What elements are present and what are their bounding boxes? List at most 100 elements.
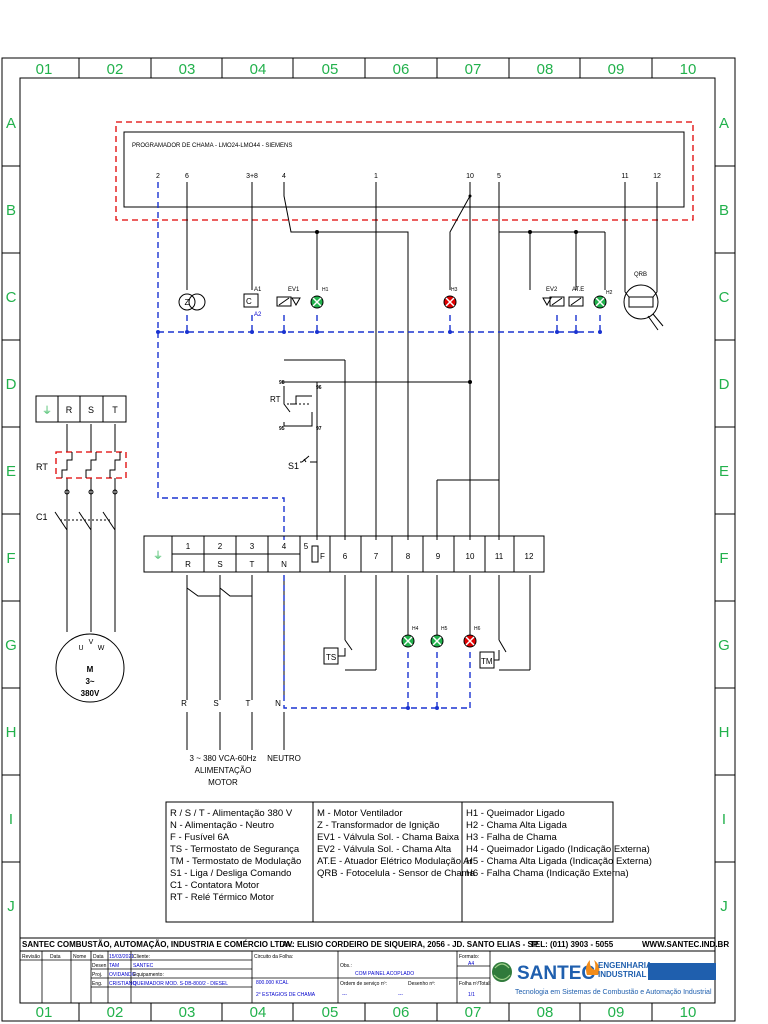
grid-col-top: 09: [608, 61, 625, 78]
grid-row-left: C: [6, 289, 17, 306]
programmer-body: [123, 131, 685, 208]
legend-item: H3 - Falha de Chama: [466, 832, 558, 843]
folha-value: 1/1: [468, 992, 475, 998]
block-terminal: 6: [343, 552, 348, 561]
lamp-h3: H3: [443, 287, 458, 309]
grid-row-left: J: [7, 898, 15, 915]
ground-symbol: ⏚: [42, 405, 52, 417]
proj-name: OVIDANDO: [109, 972, 136, 978]
programmer-dashed-border: [115, 121, 694, 221]
folha-header: Folha nº/Total:: [459, 981, 491, 987]
cliente-value: SANTEC: [133, 963, 154, 969]
grid-row-right: H: [719, 724, 730, 741]
grid-row-left: F: [6, 550, 15, 567]
grid-row-left: E: [6, 463, 16, 480]
supply-labels: R S T N 3 ~ 380 VCA-60Hz ALIMENTAÇÃO MOT…: [181, 699, 301, 787]
logo-sub1: ENGENHARIA: [598, 961, 652, 970]
programmer-terminal: 4: [282, 173, 286, 180]
grid-col-bottom: 06: [393, 1004, 410, 1021]
company-website: WWW.SANTEC.IND.BR: [642, 940, 729, 949]
desen-name: TAM: [109, 963, 119, 969]
h4-label: H4: [412, 626, 419, 632]
c1-label: C1: [36, 512, 48, 522]
supply-line3: MOTOR: [208, 778, 238, 787]
grid-ruler: 01 02 03 04 05 06 07 08 09 10 01 02 03 0…: [2, 58, 735, 1021]
phase-t-label: T: [112, 405, 118, 415]
grid-col-bottom: 07: [465, 1004, 482, 1021]
block-terminal: 7: [374, 552, 379, 561]
cliente-header: Cliente:: [133, 954, 150, 960]
fan-motor: U V W M 3~ 380V: [55, 633, 125, 703]
logo-name: SANTEC: [517, 963, 595, 984]
switch-s1: S1: [288, 455, 310, 471]
grid-row-left: I: [9, 811, 13, 828]
fuse-symbol: [311, 545, 319, 563]
legend-item: TS - Termostato de Segurança: [170, 844, 300, 855]
block-phase: T: [250, 560, 255, 569]
motor-w-label: W: [98, 645, 105, 652]
grid-row-right: C: [719, 289, 730, 306]
rt-label: RT: [36, 462, 48, 472]
company-name: SANTEC COMBUSTÃO, AUTOMAÇÃO, INDUSTRIA E…: [22, 940, 293, 949]
equip-value: QUEIMADOR MOD. S-DB-800/2 - DIESEL: [133, 981, 228, 987]
grid-row-right: I: [722, 811, 726, 828]
grid-col-top: 04: [250, 61, 267, 78]
logo-bar: [648, 963, 716, 980]
legend-item: C1 - Contatora Motor: [170, 880, 259, 891]
grid-row-right: J: [720, 898, 728, 915]
block-phase: S: [217, 560, 222, 569]
programmer-title: PROGRAMADOR DE CHAMA - LMO24-LMO44 - SIE…: [132, 143, 292, 149]
coil-a2-label: A2: [254, 312, 262, 318]
supply-neutral: NEUTRO: [267, 754, 301, 763]
supply-r: R: [181, 699, 187, 708]
rt-terminal-96: 96: [316, 385, 322, 391]
grid-row-left: A: [6, 115, 16, 132]
ts-label: TS: [326, 653, 336, 662]
equip-header: Equipamento:: [133, 972, 164, 978]
santec-logo: SANTEC ENGENHARIA INDUSTRIAL Tecnologia …: [492, 960, 716, 996]
grid-col-top: 08: [537, 61, 554, 78]
grid-col-top: 01: [36, 61, 53, 78]
formato-header: Formato:: [459, 954, 479, 960]
rt-terminal-95: 95: [279, 426, 285, 432]
s1-label: S1: [288, 461, 299, 471]
phase-s-label: S: [88, 405, 94, 415]
legend-item: H6 - Falha Chama (Indicação Externa): [466, 868, 629, 879]
legend-item: H2 - Chama Alta Ligada: [466, 820, 568, 831]
legend-item: TM - Termostato de Modulação: [170, 856, 301, 867]
lamp-h6: H6: [463, 626, 481, 648]
block-terminal: 3: [250, 542, 255, 551]
estagios-value: 2° ESTAGIOS DE CHAMA: [256, 992, 316, 998]
company-address: AV: ELISIO CORDEIRO DE SIQUEIRA, 2056 - …: [282, 940, 539, 949]
block-terminal: 9: [436, 552, 441, 561]
grid-col-bottom: 01: [36, 1004, 53, 1021]
programmer-terminal: 3+8: [246, 173, 258, 180]
terminal-block: ⏚ 1 2 3 4 5 6 7 8 9 10 11 12 R S T N F: [143, 535, 545, 573]
h1-label: H1: [322, 287, 329, 293]
photocell-qrb: QRB: [623, 272, 664, 331]
grid-col-top: 02: [107, 61, 124, 78]
legend-item: F - Fusível 6A: [170, 832, 230, 843]
lamp-h2: H2: [593, 290, 613, 309]
block-terminal: 11: [495, 552, 504, 561]
eng-name: CRISTIANO: [109, 981, 136, 987]
motor-m-label: M: [87, 665, 94, 674]
thermostat-tm: TM: [479, 639, 507, 669]
block-terminal: 12: [525, 552, 534, 561]
grid-col-top: 10: [680, 61, 697, 78]
obs-value: COM PAINEL ACOPLADO: [355, 971, 414, 977]
solenoid-valve-ev2: EV2: [542, 287, 565, 307]
block-terminal: 5: [304, 542, 309, 551]
motor-u-label: U: [78, 645, 83, 652]
grid-row-right: A: [719, 115, 729, 132]
grid-row-right: E: [719, 463, 729, 480]
h6-label: H6: [474, 626, 481, 632]
block-terminal: 10: [466, 552, 475, 561]
junction-dots: [315, 194, 578, 384]
block-phase: N: [281, 560, 287, 569]
legend-item: H1 - Queimador Ligado: [466, 808, 565, 819]
h3-label: H3: [451, 287, 458, 293]
company-phone: TEL: (011) 3903 - 5055: [530, 940, 614, 949]
grid-row-right: F: [719, 550, 728, 567]
